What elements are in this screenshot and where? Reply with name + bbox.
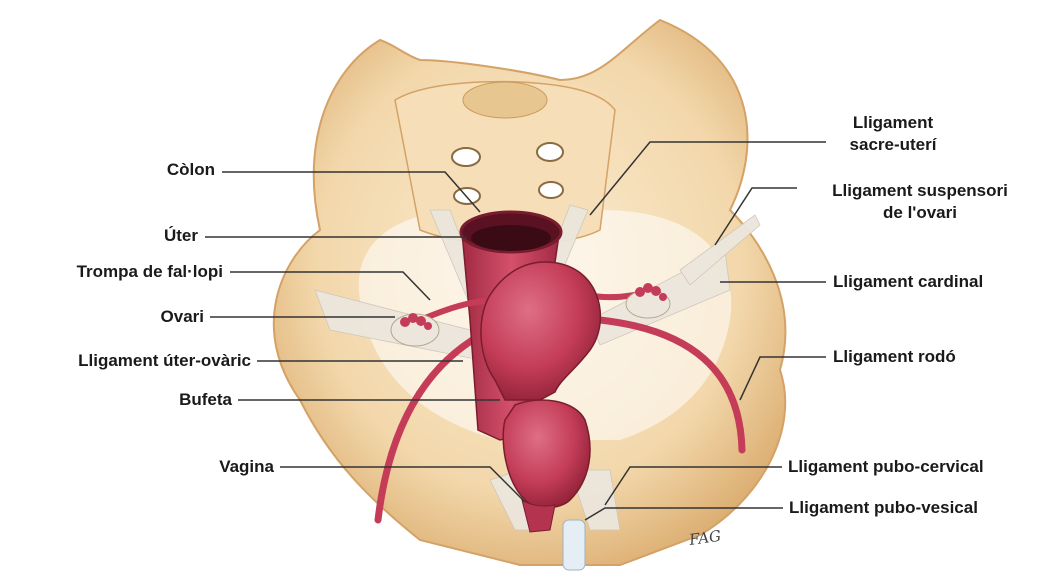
label-sacre-line1: Lligament	[818, 112, 968, 134]
label-cardinal: Lligament cardinal	[833, 271, 983, 293]
label-sacre-line2: sacre-uterí	[818, 134, 968, 156]
label-pubo-vesical: Lligament pubo-vesical	[789, 497, 978, 519]
label-ovari: Ovari	[120, 306, 204, 328]
label-bufeta: Bufeta	[120, 389, 232, 411]
label-vagina: Vagina	[150, 456, 274, 478]
sacral-foramen	[454, 188, 480, 204]
pubic-symphysis	[563, 520, 585, 570]
sacral-foramen	[537, 143, 563, 161]
label-suspensori: Lligament suspensori de l'ovari	[796, 180, 1044, 224]
label-pubo-cervical: Lligament pubo-cervical	[788, 456, 984, 478]
label-uter: Úter	[120, 225, 198, 247]
artist-signature: FAG	[687, 527, 722, 549]
label-susp-line2: de l'ovari	[796, 202, 1044, 224]
label-colon: Còlon	[122, 159, 215, 181]
sacral-promontory	[463, 82, 547, 118]
sacral-foramen	[539, 182, 563, 198]
label-trompa: Trompa de fal·lopi	[5, 261, 223, 283]
label-rodo: Lligament rodó	[833, 346, 956, 368]
label-ut-ovaric: Lligament úter-ovàric	[5, 350, 251, 372]
label-sacre-uteri: Lligament sacre-uterí	[818, 112, 968, 156]
sacral-foramen	[452, 148, 480, 166]
label-susp-line1: Lligament suspensori	[796, 180, 1044, 202]
